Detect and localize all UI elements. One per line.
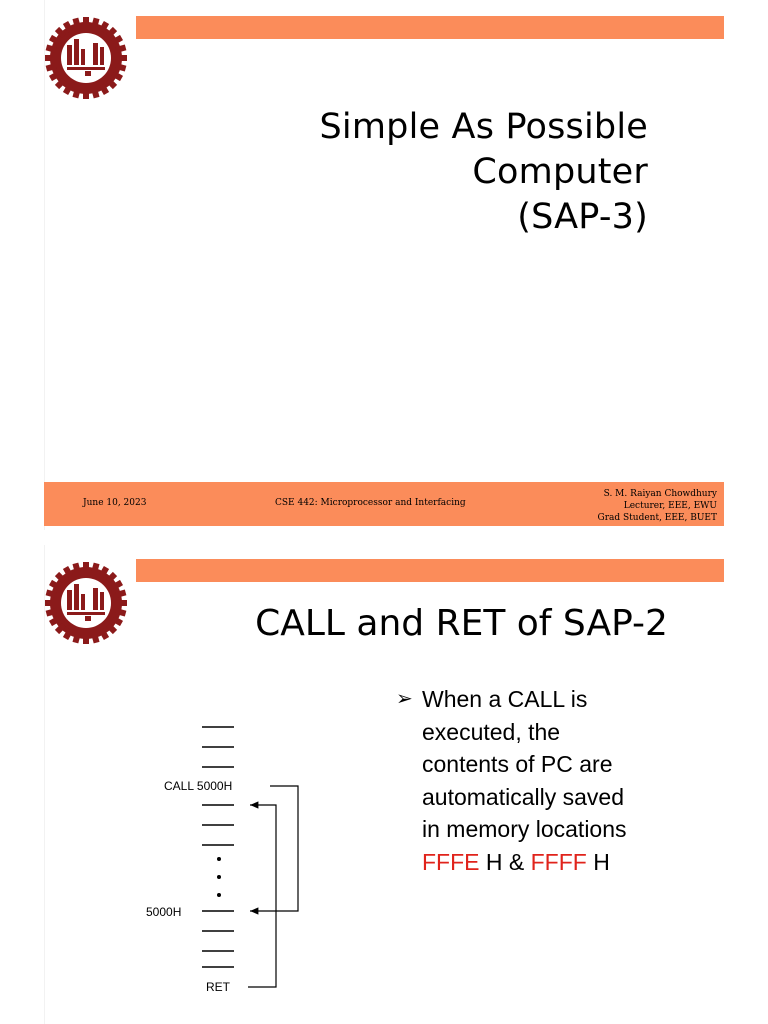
ellipsis-dot [217, 857, 221, 861]
ret-return-arrow [248, 801, 277, 988]
slide-title: Simple As Possible Computer (SAP-3) June… [44, 0, 724, 530]
slide-heading: CALL and RET of SAP-2 [255, 603, 668, 644]
address-fffe: FFFE [422, 848, 480, 875]
bullet-line: automatically saved [422, 783, 624, 810]
slide-call-ret: CALL and RET of SAP-2 ➢ When a CALL is e… [0, 545, 768, 1024]
ellipsis-dot [217, 893, 221, 897]
arrow-bullet-icon: ➢ [396, 688, 413, 710]
author-line: Grad Student, EEE, BUET [597, 513, 717, 523]
slide-border [44, 0, 45, 530]
address-suffix: H [586, 848, 610, 875]
ret-label: RET [206, 980, 231, 994]
title-line: (SAP-3) [517, 197, 648, 237]
bullet-line: executed, the [422, 718, 561, 745]
call-label: CALL 5000H [164, 779, 232, 793]
bullet-line: When a CALL is [422, 686, 588, 712]
author-line: Lecturer, EEE, EWU [623, 501, 717, 511]
ellipsis-dot [217, 875, 221, 879]
footer-author: S. M. Raiyan Chowdhury Lecturer, EEE, EW… [598, 488, 717, 524]
address-label: 5000H [146, 905, 181, 919]
address-ffff: FFFF [530, 848, 587, 875]
header-bar [136, 559, 724, 582]
address-separator: H & [479, 848, 531, 875]
university-logo-icon [45, 562, 127, 644]
presentation-title: Simple As Possible Computer (SAP-3) [320, 105, 648, 240]
bullet-line: in memory locations [422, 816, 627, 842]
call-jump-arrow [249, 785, 299, 915]
author-line: S. M. Raiyan Chowdhury [603, 489, 717, 499]
title-line: Simple As Possible [319, 107, 648, 147]
footer-date: June 10, 2023 [83, 498, 147, 508]
footer-bar: June 10, 2023 CSE 442: Microprocessor an… [44, 482, 724, 526]
footer-course: CSE 442: Microprocessor and Interfacing [275, 498, 466, 508]
header-bar [136, 16, 724, 39]
slide-border [44, 545, 45, 1024]
title-line: Computer [472, 152, 648, 192]
bullet-point: ➢ When a CALL is executed, the contents … [396, 683, 627, 879]
university-logo-icon [45, 17, 127, 99]
call-ret-memory-diagram: CALL 5000H 5000H RET [146, 726, 299, 994]
bullet-line-last: FFFE H & FFFF H [422, 846, 627, 879]
bullet-line: contents of PC are [422, 751, 613, 777]
